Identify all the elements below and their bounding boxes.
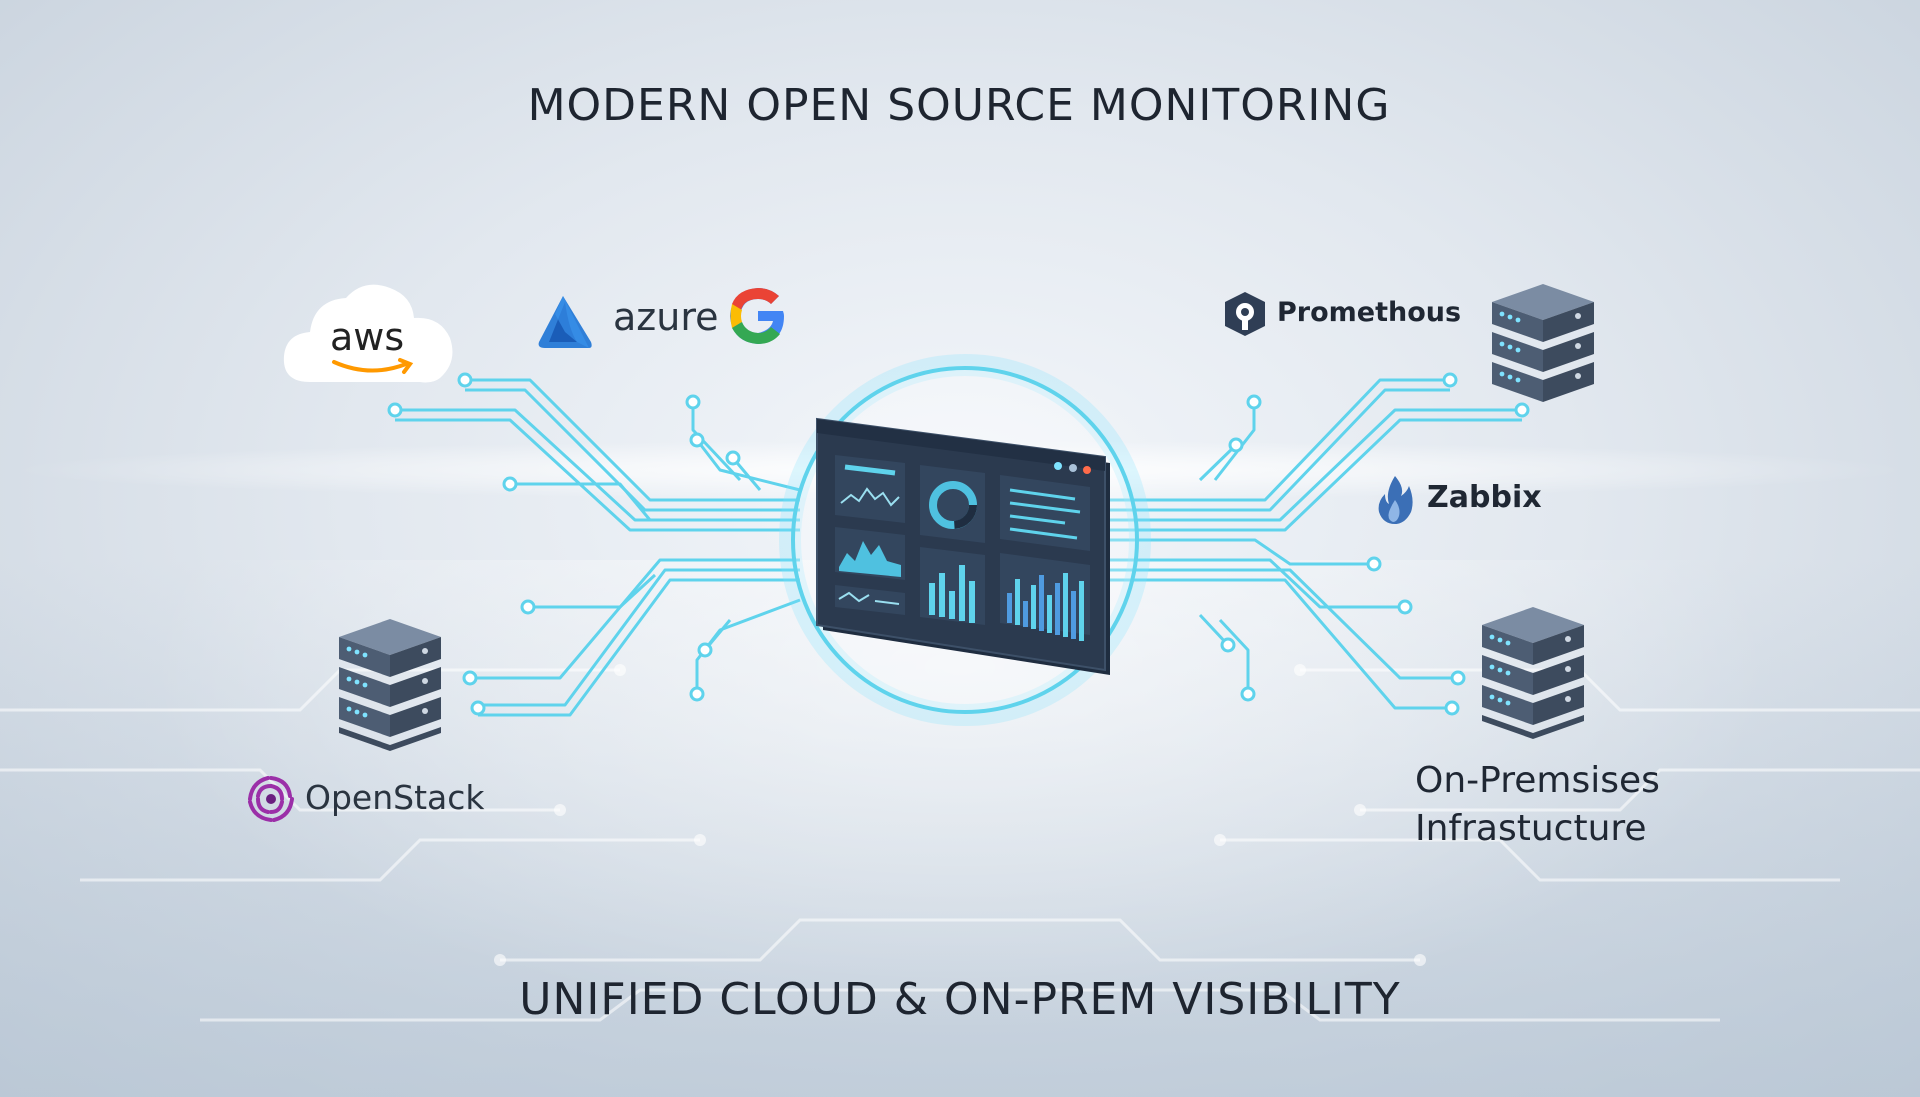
server-stack-icon [1492, 284, 1594, 402]
cloud-icon [283, 284, 453, 383]
openstack-logo-text: OpenStack [305, 778, 485, 817]
server-stack-icon [339, 619, 441, 751]
zabbix-logo-text: Zabbix [1427, 480, 1542, 515]
azure-icon [538, 296, 592, 348]
google-icon [730, 288, 784, 344]
server-stack-icon [1482, 607, 1584, 739]
zabbix-flame-icon [1378, 476, 1413, 524]
page-subtitle: UNIFIED CLOUD & ON-PREM VISIBILITY [519, 974, 1401, 1025]
dashboard-monitor-icon [816, 417, 1110, 675]
azure-logo-text: azure [613, 295, 719, 339]
aws-smile-icon [332, 358, 414, 374]
on-prem-label: On-Premsises Infrastucture [1415, 757, 1660, 853]
on-prem-label-line2: Infrastucture [1415, 808, 1647, 849]
aws-logo-text: aws [330, 315, 405, 359]
prometheus-logo-text: Promethous [1277, 297, 1462, 328]
page-title: MODERN OPEN SOURCE MONITORING [527, 80, 1391, 131]
on-prem-label-line1: On-Premsises [1415, 760, 1660, 801]
prometheus-icon [1225, 292, 1265, 336]
openstack-icon [248, 776, 294, 822]
